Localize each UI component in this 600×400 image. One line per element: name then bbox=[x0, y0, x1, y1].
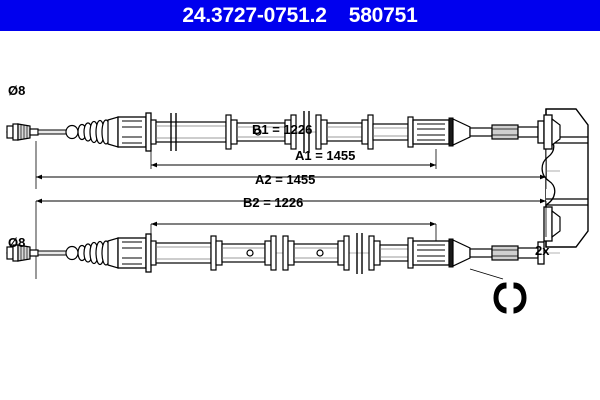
cable-rod-bottom bbox=[469, 248, 493, 258]
sheath-fitting-bottom-2 bbox=[282, 235, 350, 271]
cable-nipple-top bbox=[491, 120, 545, 144]
cable-assembly-top bbox=[6, 111, 560, 153]
cable-barrel-top bbox=[65, 124, 79, 140]
label-dimension-b1: B1 = 1226 bbox=[252, 122, 313, 137]
sheath-tube-bottom-1 bbox=[155, 242, 212, 264]
sheath-fitting-top-1 bbox=[225, 114, 297, 150]
label-dimension-b2: B2 = 1226 bbox=[243, 195, 304, 210]
title-bar-content: 24.3727-0751.2 580751 bbox=[0, 0, 600, 31]
clip-leader-line bbox=[469, 268, 504, 280]
cable-taper-top bbox=[452, 118, 471, 146]
sheath-fitting-bottom-1 bbox=[210, 235, 277, 271]
sheath-collar-top-1 bbox=[150, 119, 157, 145]
sheath-tube-top-1 bbox=[155, 121, 227, 143]
label-diameter-bottom: Ø8 bbox=[8, 235, 26, 250]
reference-number: 580751 bbox=[348, 4, 418, 27]
label-diameter-top: Ø8 bbox=[8, 83, 26, 98]
sheath-fitting-bottom-3 bbox=[368, 235, 409, 271]
cable-rod-top bbox=[469, 127, 493, 137]
inner-cable-bottom bbox=[37, 250, 67, 256]
cable-barrel-bottom bbox=[65, 245, 79, 261]
cable-adjuster-top bbox=[407, 116, 454, 148]
cable-end-fitting-bottom bbox=[6, 244, 39, 262]
cable-adjuster-bottom bbox=[407, 237, 454, 269]
label-dimension-a1: A1 = 1455 bbox=[295, 148, 356, 163]
cable-end-fitting-top bbox=[6, 123, 39, 141]
inner-cable-top bbox=[37, 129, 67, 135]
bracket-boss-top bbox=[543, 114, 561, 150]
bracket-boss-bottom bbox=[543, 206, 561, 242]
cable-assembly-bottom bbox=[6, 233, 560, 274]
label-dimension-a2: A2 = 1455 bbox=[255, 172, 316, 187]
technical-drawing bbox=[6, 108, 589, 314]
label-clip-quantity: 2x bbox=[535, 243, 550, 258]
mounting-bracket bbox=[541, 108, 589, 248]
part-number: 24.3727-0751.2 bbox=[182, 4, 327, 27]
retaining-clips bbox=[469, 268, 527, 314]
sheath-tube-top-2 bbox=[372, 123, 409, 141]
cable-connector-top bbox=[117, 112, 152, 152]
sheath-fitting-top-2 bbox=[315, 114, 374, 150]
cable-boot-bottom bbox=[77, 237, 119, 269]
cable-boot-top bbox=[77, 116, 119, 148]
cable-nipple-bottom bbox=[491, 241, 545, 265]
retaining-clip-1 bbox=[493, 282, 507, 314]
retaining-clip-2 bbox=[513, 282, 527, 314]
title-bar: 24.3727-0751.2 580751 bbox=[0, 0, 600, 31]
cable-taper-bottom bbox=[452, 239, 471, 267]
sheath-collar-bottom-1 bbox=[150, 240, 157, 266]
cable-connector-bottom bbox=[117, 233, 152, 273]
